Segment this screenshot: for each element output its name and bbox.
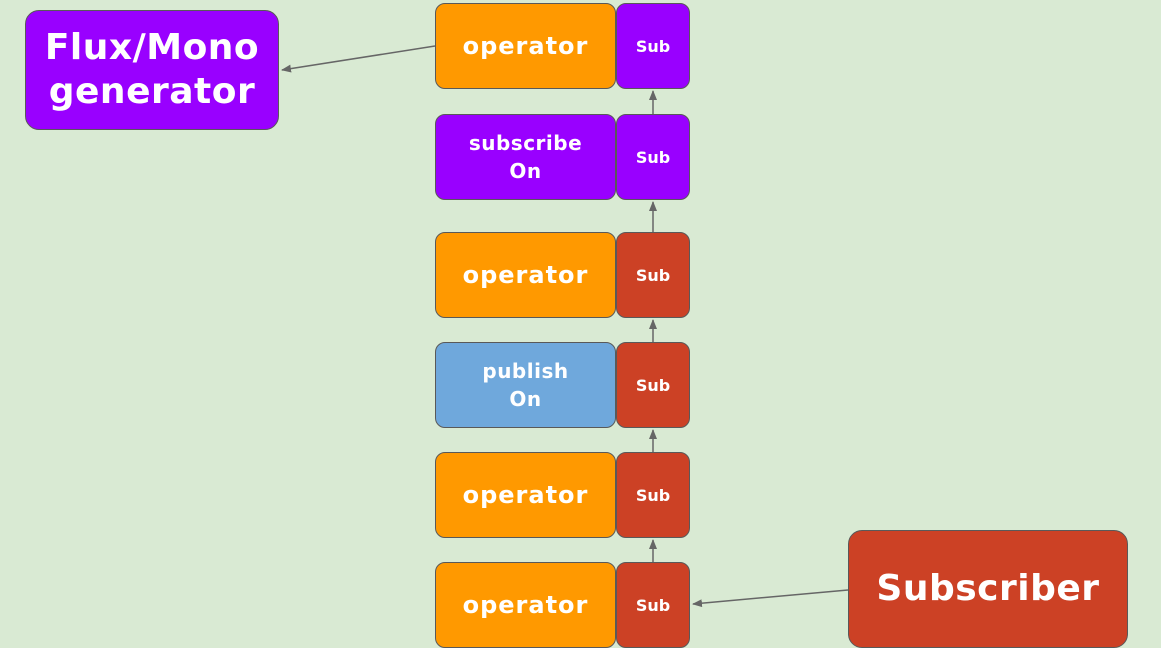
operator-label-1: operator [462,32,589,60]
operator-node-2: operator [435,232,616,318]
sub-node-3: Sub [616,232,690,318]
publish-on-node: publish On [435,342,616,428]
sub-label-3: Sub [635,265,671,285]
sub-node-5: Sub [616,452,690,538]
subscriber-label: Subscriber [876,568,1100,609]
subscribe-on-label: subscribe On [468,131,583,183]
subscribe-on-node: subscribe On [435,114,616,200]
sub-node-1: Sub [616,3,690,89]
sub-node-6: Sub [616,562,690,648]
operator-node-1: operator [435,3,616,89]
sub-node-4: Sub [616,342,690,428]
edge-subscriber-to-sub-6 [692,589,849,608]
sub-label-2: Sub [635,147,671,167]
operator-label-2: operator [462,261,589,289]
flux-mono-generator-label: Flux/Mono generator [44,27,260,112]
edge-operator-1-to-generator [281,45,436,73]
subscriber-node: Subscriber [848,530,1128,648]
flux-mono-generator-node: Flux/Mono generator [25,10,279,130]
operator-node-4: operator [435,562,616,648]
sub-label-1: Sub [635,36,671,56]
operator-label-3: operator [462,481,589,509]
publish-on-label: publish On [482,359,569,411]
sub-node-2: Sub [616,114,690,200]
sub-label-5: Sub [635,485,671,505]
operator-node-3: operator [435,452,616,538]
operator-label-4: operator [462,591,589,619]
sub-label-4: Sub [635,375,671,395]
sub-label-6: Sub [635,595,671,615]
